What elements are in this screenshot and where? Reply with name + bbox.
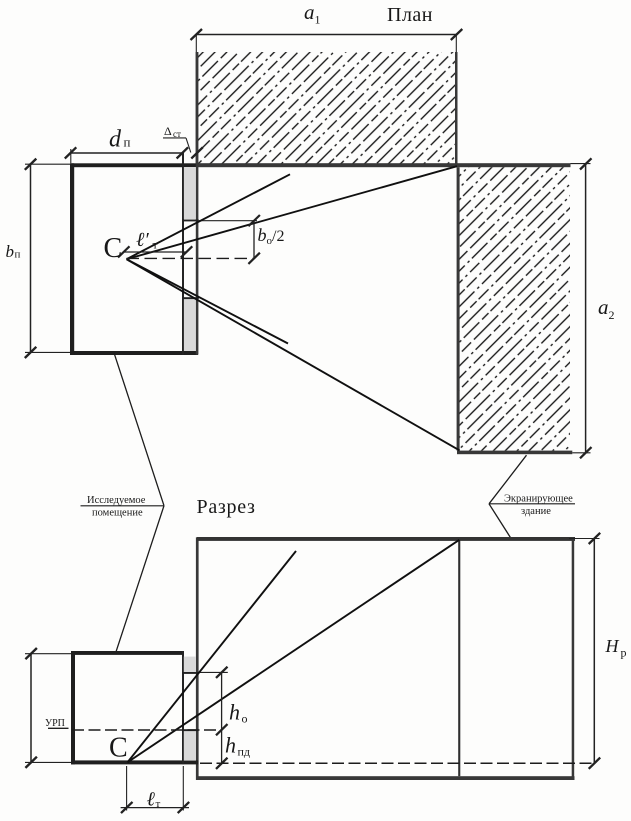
svg-text:d: d <box>109 127 122 153</box>
svg-text:пд: пд <box>238 745 251 759</box>
svg-text:здание: здание <box>521 506 551 517</box>
svg-text:о: о <box>242 712 248 726</box>
svg-text:Δ: Δ <box>164 124 172 138</box>
svg-text:т: т <box>153 238 159 252</box>
svg-text:помещение: помещение <box>92 508 143 519</box>
svg-text:План: План <box>387 4 433 26</box>
svg-text:о: о <box>267 235 273 247</box>
svg-text:т: т <box>156 798 161 810</box>
svg-text:ст: ст <box>173 129 181 139</box>
svg-text:п: п <box>15 249 21 261</box>
svg-text:2: 2 <box>609 308 615 322</box>
svg-text:h: h <box>229 700 240 725</box>
svg-text:b: b <box>258 225 267 245</box>
svg-text:С: С <box>109 733 128 764</box>
svg-text:п: п <box>124 135 131 150</box>
svg-text:b: b <box>6 242 15 261</box>
svg-text:Экранирующее: Экранирующее <box>504 494 573 505</box>
svg-text:1: 1 <box>315 13 321 27</box>
svg-text:h: h <box>225 733 236 758</box>
svg-text:Исследуемое: Исследуемое <box>87 495 146 506</box>
svg-text:/2: /2 <box>272 228 284 245</box>
svg-text:a: a <box>304 0 315 24</box>
svg-text:УРП: УРП <box>45 718 65 729</box>
svg-text:ℓ′: ℓ′ <box>136 229 149 251</box>
svg-text:Разрез: Разрез <box>197 496 256 518</box>
svg-text:ℓ: ℓ <box>147 789 156 811</box>
svg-text:a: a <box>598 295 609 319</box>
svg-text:С: С <box>104 233 123 264</box>
svg-text:р: р <box>621 646 627 660</box>
svg-text:H: H <box>605 636 620 656</box>
